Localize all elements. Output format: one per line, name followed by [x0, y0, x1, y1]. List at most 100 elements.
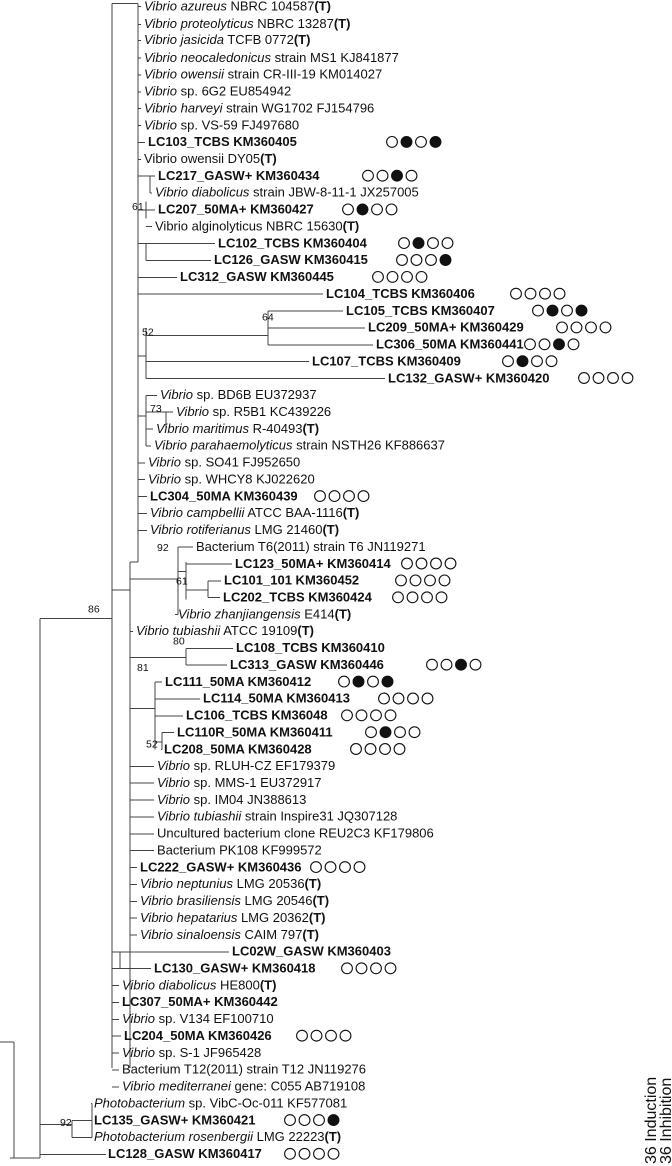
empty-activity-dot — [415, 135, 427, 148]
taxon-label-part: gene: C055 AB719108 — [231, 1079, 365, 1094]
taxon-label-part: (T) — [343, 219, 360, 234]
taxon-label: Vibrio sp. S-1 JF965428 — [122, 1045, 261, 1060]
empty-activity-dot — [355, 962, 368, 975]
taxon-label-part: Vibrio — [176, 404, 209, 419]
taxon-label-part: sp. VS-59 FJ497680 — [177, 117, 299, 132]
taxon-label: Vibrio mediterranei gene: C055 AB719108 — [122, 1079, 365, 1094]
empty-activity-dot — [339, 861, 351, 874]
bootstrap-value: 86 — [88, 604, 100, 616]
bootstrap-value: 73 — [150, 403, 162, 415]
empty-activity-dot — [409, 574, 422, 587]
filled-activity-dot — [439, 254, 452, 266]
taxon-label-part: Vibrio sinaloensis — [140, 927, 241, 942]
empty-activity-dot — [365, 726, 377, 739]
bootstrap-value: 52 — [142, 326, 154, 338]
taxon-label: LC313_GASW KM360446 — [230, 657, 384, 672]
taxon-label-part: Bacterium T12(2011) strain T12 JN119276 — [122, 1062, 366, 1077]
taxon-label-part: Vibrio mediterranei — [122, 1079, 232, 1094]
empty-activity-dot — [370, 962, 382, 975]
taxon-label: Vibrio sp. MMS-1 EU372917 — [157, 775, 322, 790]
taxon-label-part: LC306_50MA KM360441 — [376, 337, 524, 352]
empty-activity-dot — [435, 591, 448, 604]
taxon-label-part: E414 — [301, 606, 335, 621]
taxon-label: Vibrio neocaledonicus strain MS1 KJ84187… — [144, 50, 399, 65]
taxon-label-part: sp. BD6B EU372937 — [193, 387, 317, 402]
taxon-label-part: LC110R_50MA KM360411 — [177, 724, 333, 739]
empty-activity-dot — [370, 709, 382, 722]
taxon-label: Vibrio neptunius LMG 20536(T) — [140, 876, 321, 891]
taxon-label-part: Vibrio tubiashii — [136, 623, 221, 638]
taxon-label-part: Vibrio alginolyticus NBRC 15630 — [155, 219, 343, 234]
filled-activity-dot — [379, 726, 392, 739]
taxon-label-part: Vibrio — [157, 792, 190, 807]
taxon-label: Photobacterium rosenbergii LMG 22223(T) — [94, 1129, 341, 1144]
taxon-label-part: LC204_50MA KM360426 — [124, 1028, 272, 1043]
legend-inhibition: 36 Inhibition — [658, 1078, 672, 1164]
taxon-label: LC312_GASW KM360445 — [180, 269, 334, 284]
empty-activity-dot — [545, 355, 558, 368]
empty-activity-dot — [376, 169, 389, 182]
empty-activity-dot — [531, 355, 543, 368]
taxon-label-part: sp. MMS-1 EU372917 — [190, 775, 322, 790]
taxon-label-part: LC108_TCBS KM360410 — [236, 640, 385, 655]
taxon-label-part: LC313_GASW KM360446 — [230, 657, 384, 672]
taxon-label-part: Vibrio campbellii — [150, 505, 246, 520]
taxon-label: Vibrio tubiashii ATCC 19109(T) — [136, 623, 314, 638]
empty-activity-dot — [424, 574, 436, 587]
taxon-label: LC128_GASW KM360417 — [108, 1146, 262, 1161]
taxon-label-part: LC114_50MA KM360413 — [203, 691, 350, 706]
empty-activity-dot — [393, 743, 406, 755]
bootstrap-value: 80 — [173, 636, 185, 648]
taxon-label: LC222_GASW+ KM360436 — [140, 859, 302, 874]
taxon-label: Vibrio sp. SO41 FJ952650 — [148, 455, 300, 470]
taxon-label-part: Bacterium PK108 KF999572 — [157, 842, 322, 857]
taxon-label: LC104_TCBS KM360406 — [326, 286, 475, 301]
taxon-label-part: Vibrio brasiliensis — [140, 893, 241, 908]
filled-activity-dot — [381, 675, 394, 688]
taxon-label: Bacterium PK108 KF999572 — [157, 842, 322, 857]
empty-activity-dot — [567, 338, 580, 351]
empty-activity-dot — [415, 270, 428, 283]
taxon-label-part: (T) — [260, 977, 277, 992]
taxon-label: Vibrio owensii strain CR-III-19 KM014027 — [144, 67, 382, 82]
taxon-label-part: strain WG1702 FJ154796 — [223, 100, 375, 115]
taxon-label-part: Photobacterium — [94, 1095, 185, 1110]
empty-activity-dot — [392, 591, 404, 604]
taxon-label-part: strain MS1 KJ841877 — [271, 50, 399, 65]
taxon-label-part: LC101_101 KM360452 — [224, 573, 359, 588]
taxon-label-part: Vibrio — [160, 387, 193, 402]
empty-activity-dot — [440, 658, 453, 671]
taxon-label-part: LC217_GASW+ KM360434 — [158, 168, 320, 183]
taxon-label-part: sp. IM04 JN388613 — [190, 792, 306, 807]
taxon-label-part: LC207_50MA+ KM360427 — [158, 202, 314, 217]
taxon-label-part: Vibrio — [122, 1011, 155, 1026]
taxon-label: Vibrio owensii DY05(T) — [144, 151, 277, 166]
empty-activity-dot — [385, 203, 398, 216]
empty-activity-dot — [298, 1147, 311, 1160]
empty-activity-dot — [338, 675, 350, 688]
empty-activity-dot — [538, 338, 551, 351]
empty-activity-dot — [392, 692, 405, 705]
taxon-label: Vibrio diabolicus strain JBW-8-11-1 JX25… — [155, 185, 419, 200]
taxon-label-part: LC312_GASW KM360445 — [180, 269, 334, 284]
empty-activity-dot — [298, 1114, 311, 1127]
taxon-label: LC132_GASW+ KM360420 — [388, 370, 550, 385]
taxon-label-part: Bacterium T6(2011) strain T6 JN119271 — [196, 539, 426, 554]
taxon-label-part: (T) — [325, 1129, 342, 1144]
empty-activity-dot — [592, 372, 605, 384]
taxon-label: Vibrio harveyi strain WG1702 FJ154796 — [144, 100, 374, 115]
taxon-label: Vibrio proteolyticus NBRC 13287(T) — [144, 16, 350, 31]
taxon-label-part: (T) — [314, 0, 331, 13]
empty-activity-dot — [355, 709, 368, 722]
empty-activity-dot — [410, 254, 423, 266]
taxon-label-part: LC307_50MA+ KM360442 — [122, 994, 278, 1009]
taxon-label: LC209_50MA+ KM360429 — [368, 320, 524, 335]
taxon-label-part: sp. RLUH-CZ EF179379 — [190, 758, 335, 773]
taxon-label: LC306_50MA KM360441 — [376, 337, 524, 352]
taxon-label-part: Vibrio proteolyticus — [144, 16, 254, 31]
taxon-label: Bacterium T6(2011) strain T6 JN119271 — [196, 539, 426, 554]
filled-activity-dot — [455, 658, 467, 671]
empty-activity-dot — [342, 203, 354, 216]
taxon-label-part: LC304_50MA KM360439 — [150, 488, 298, 503]
